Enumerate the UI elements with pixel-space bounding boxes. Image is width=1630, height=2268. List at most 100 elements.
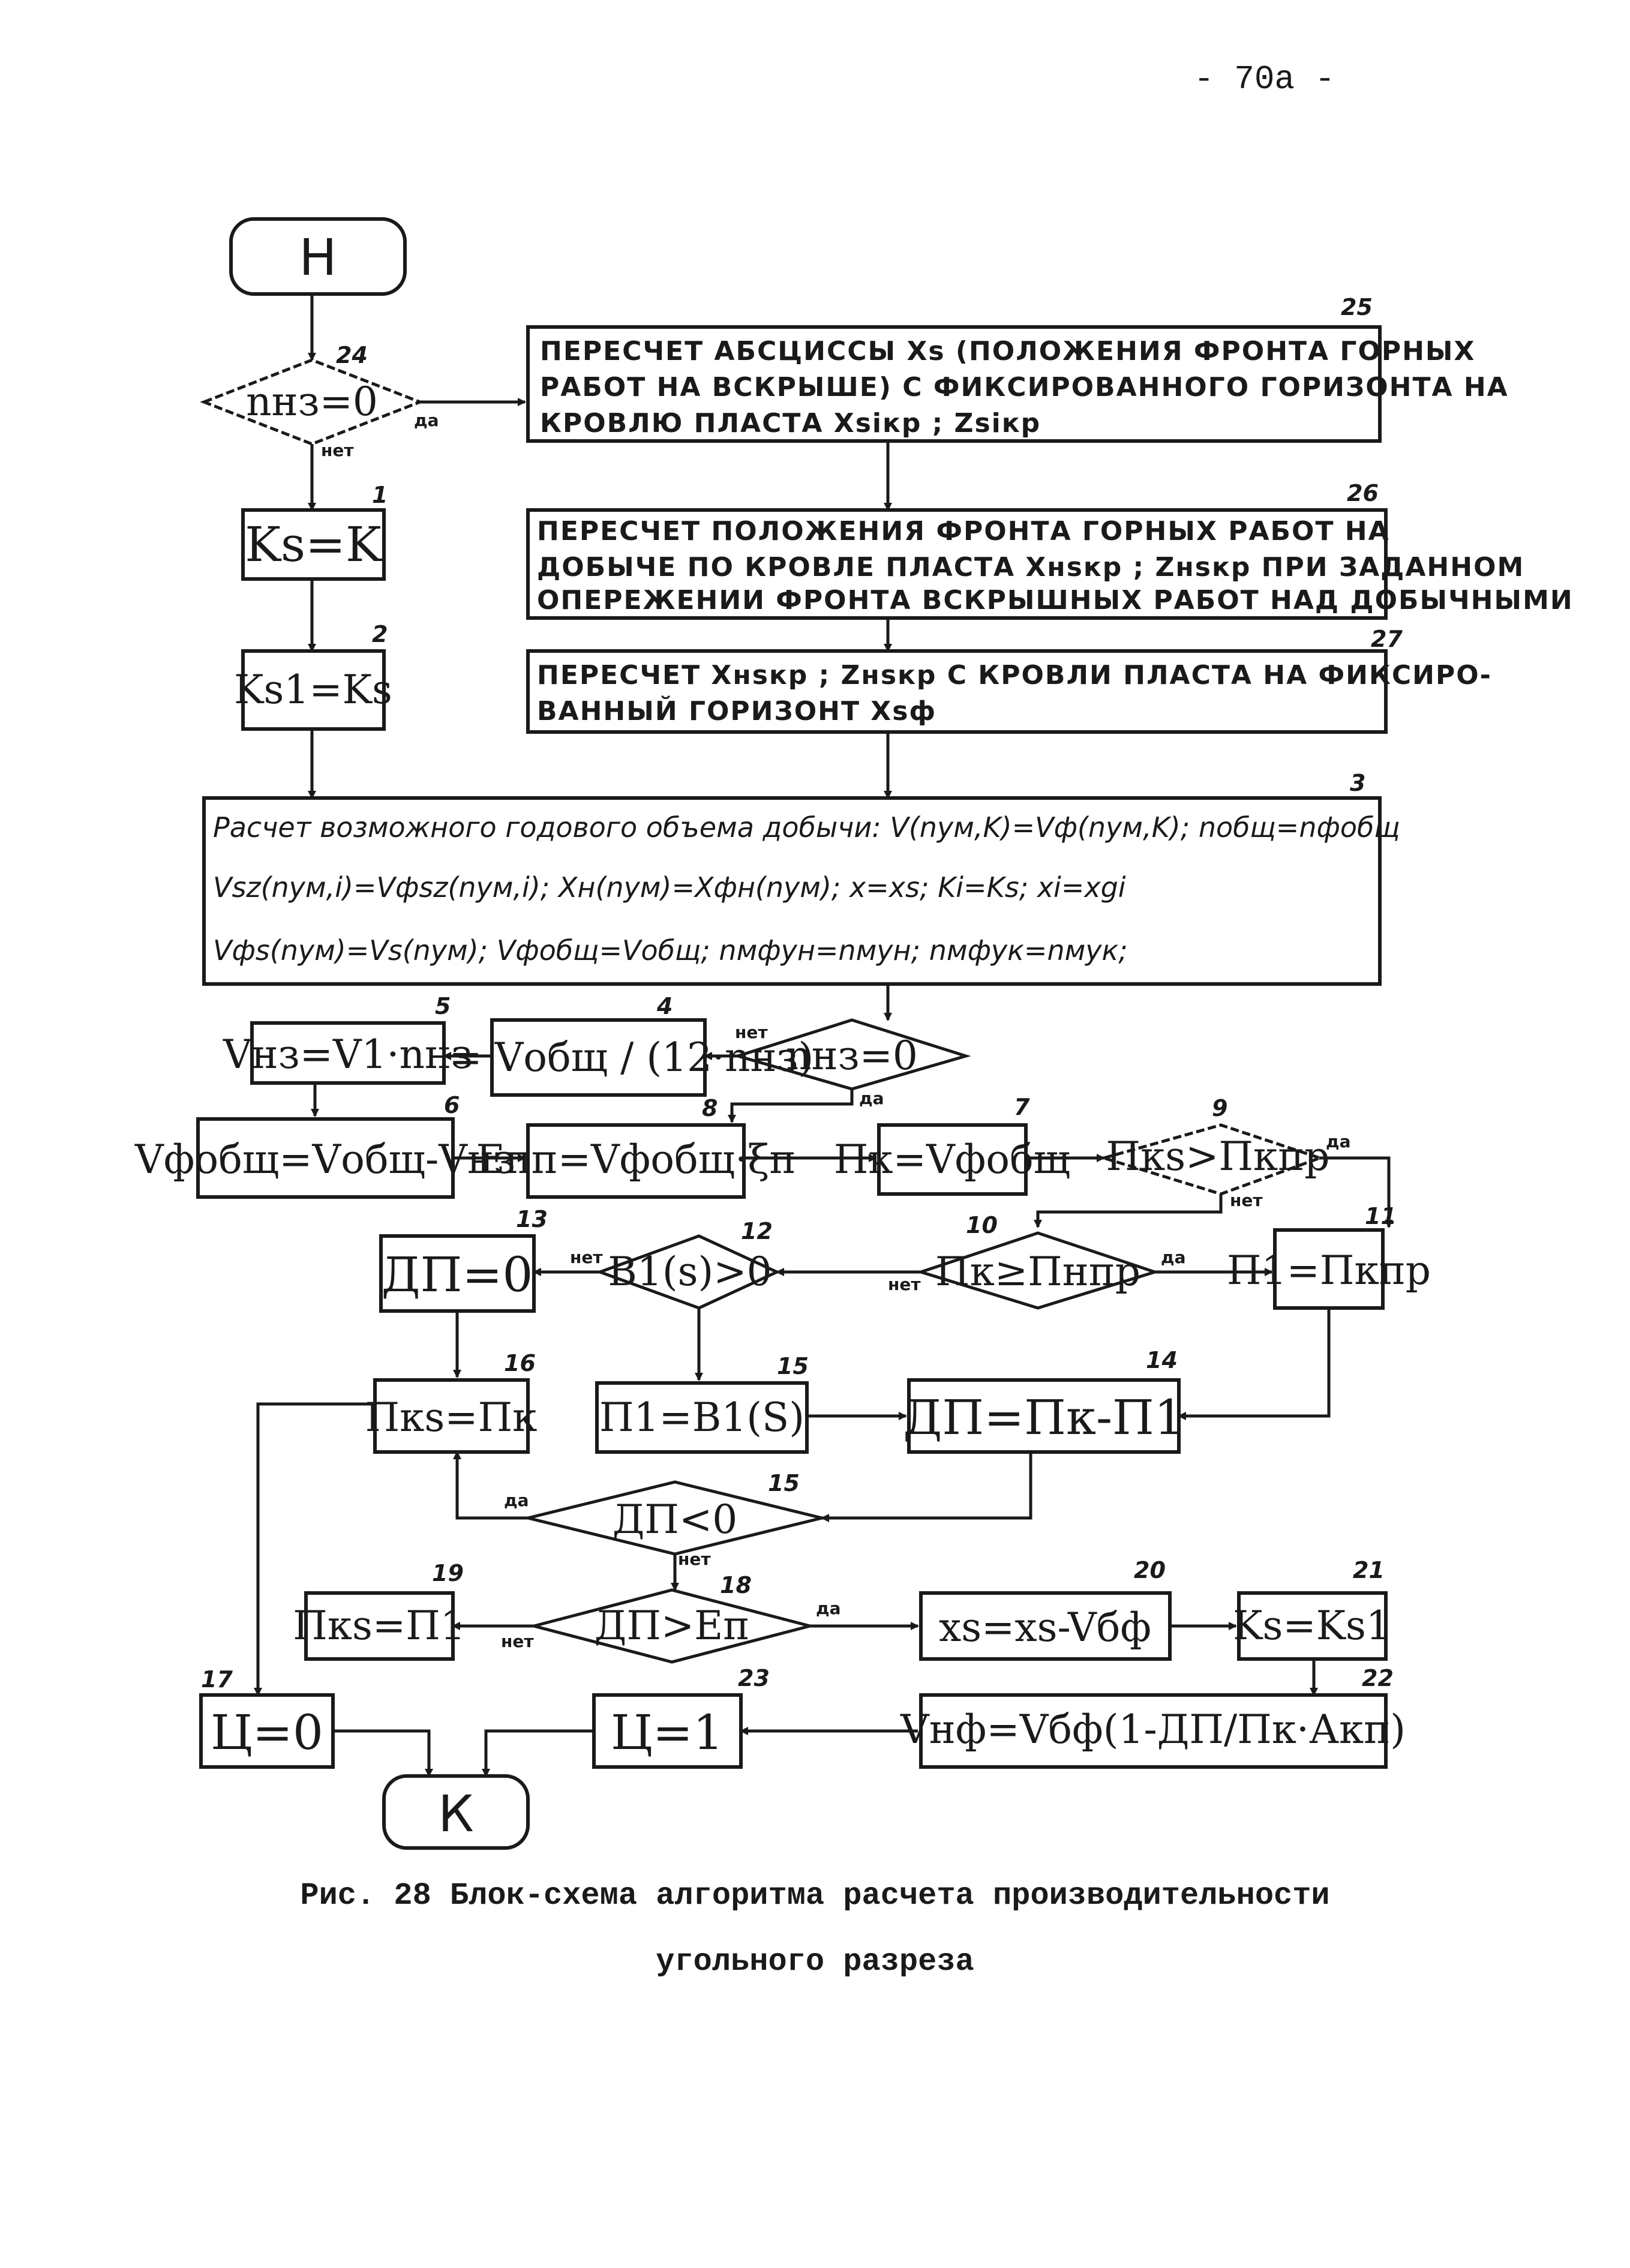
block-19: Пкs=П1 19: [293, 1560, 466, 1661]
block-21-text: Ks=Ks1: [1233, 1603, 1391, 1649]
block-17-text: Ц=0: [211, 1705, 323, 1760]
block-25-line1: ПЕРЕСЧЕТ АБСЦИССЫ Xs (ПОЛОЖЕНИЯ ФРОНТА Г…: [540, 336, 1475, 367]
d10-no-label: нет: [888, 1274, 921, 1294]
block-23-text: Ц=1: [611, 1705, 724, 1760]
block-15a-text: П1=B1(S): [599, 1394, 805, 1441]
block-7: Пк=Vфобщ 7: [834, 1094, 1070, 1196]
block-23-number: 23: [738, 1665, 770, 1691]
block-20-text: xs=xs-Vбф: [939, 1604, 1151, 1651]
decision-10: Пк≥Пнпр 10 да нет: [888, 1212, 1186, 1310]
d12-no-label: нет: [570, 1247, 603, 1267]
block-20-number: 20: [1134, 1557, 1166, 1583]
block-17: Ц=0 17: [199, 1666, 335, 1769]
block-4: V1 = Vобщ / (12·nнз) 4: [382, 993, 814, 1097]
block-7-number: 7: [1014, 1094, 1030, 1120]
decision-18-number: 18: [720, 1572, 752, 1598]
flowchart: Н К nнз=0 24 да нет Ks=K 1 Ks1=Ks 2 ПЕРЕ…: [134, 217, 1574, 1850]
d24-no-label: нет: [321, 440, 354, 460]
d4b-yes-label: да: [859, 1088, 884, 1108]
block-21: Ks=Ks1 21: [1233, 1557, 1391, 1661]
block-27-number: 27: [1371, 626, 1403, 652]
block-13-text: ДП=0: [382, 1247, 533, 1303]
d15-yes-label: да: [504, 1490, 529, 1510]
d18-yes-label: да: [816, 1598, 841, 1618]
decision-10-text: Пк≥Пнпр: [935, 1249, 1140, 1295]
d10-yes-label: да: [1161, 1247, 1186, 1267]
connectors: [254, 294, 1393, 1777]
decision-18: ДП>Eп 18 да нет: [501, 1572, 841, 1664]
decision-12-number: 12: [741, 1218, 773, 1244]
block-5: Vнз=V1·nнз 5: [223, 993, 473, 1085]
d18-no-label: нет: [501, 1631, 534, 1651]
d9-no-label: нет: [1230, 1190, 1263, 1210]
d4b-no-label: нет: [735, 1022, 768, 1042]
block-13: ДП=0 13: [379, 1206, 548, 1313]
block-17-number: 17: [201, 1666, 233, 1693]
decision-10-number: 10: [966, 1212, 998, 1238]
block-20: xs=xs-Vбф 20: [919, 1557, 1172, 1661]
block-4-text: V1 = Vобщ / (12·nнз): [382, 1034, 814, 1081]
block-11-text: П1=Пкпр: [1227, 1247, 1431, 1294]
block-14-number: 14: [1146, 1347, 1178, 1373]
block-2-number: 2: [372, 621, 388, 647]
d9-yes-label: да: [1326, 1132, 1351, 1151]
block-22-number: 22: [1362, 1665, 1394, 1691]
block-3: Расчет возможного годового объема добычи…: [202, 770, 1400, 986]
block-15a-number: 15: [777, 1353, 809, 1379]
block-6-text: Vфобщ=Vобщ-Vнз: [134, 1136, 515, 1183]
block-15a: П1=B1(S) 15: [595, 1353, 809, 1454]
decision-nnz-text: nнз=0: [786, 1033, 918, 1079]
block-26-line2: ДОБЫЧЕ ПО КРОВЛЕ ПЛАСТА Xнsкр ; Zнsкр ПР…: [537, 552, 1524, 583]
block-26-line1: ПЕРЕСЧЕТ ПОЛОЖЕНИЯ ФРОНТА ГОРНЫХ РАБОТ Н…: [537, 516, 1390, 547]
block-19-text: Пкs=П1: [293, 1603, 466, 1649]
block-27-line2: ВАННЫЙ ГОРИЗОНТ Xsф: [537, 695, 936, 727]
start-terminal: Н: [229, 217, 407, 296]
d15-no-label: нет: [678, 1549, 711, 1569]
decision-nnz: nнз=0 нет да: [733, 1018, 971, 1108]
block-5-number: 5: [435, 993, 451, 1019]
block-21-number: 21: [1353, 1557, 1385, 1583]
block-4-number: 4: [656, 993, 673, 1019]
decision-15-text: ДП<0: [613, 1496, 738, 1543]
block-25-number: 25: [1341, 294, 1373, 320]
block-2: Ks1=Ks 2: [234, 621, 392, 731]
block-16-text: Пкs=Пк: [365, 1394, 538, 1441]
block-27: ПЕРЕСЧЕТ Xнsкр ; Zнsкр С КРОВЛИ ПЛАСТА Н…: [526, 626, 1492, 734]
block-26-number: 26: [1347, 480, 1379, 506]
decision-15: ДП<0 15 да нет: [504, 1470, 822, 1569]
block-23: Ц=1 23: [592, 1665, 770, 1769]
block-26-line3: ОПЕРЕЖЕНИИ ФРОНТА ВСКРЫШНЫХ РАБОТ НАД ДО…: [537, 585, 1574, 616]
decision-9-text: Пкs>Пкпр: [1106, 1133, 1329, 1180]
block-14: ДП=Пк-П1 14: [903, 1347, 1185, 1454]
block-16-number: 16: [504, 1350, 536, 1376]
block-22: Vнф=Vбф(1-ДП/Пк·Акп) 22: [900, 1665, 1406, 1769]
block-11: П1=Пкпр 11: [1227, 1203, 1431, 1310]
decision-15-number: 15: [768, 1470, 800, 1496]
block-26: ПЕРЕСЧЕТ ПОЛОЖЕНИЯ ФРОНТА ГОРНЫХ РАБОТ Н…: [526, 480, 1574, 620]
end-terminal: К: [382, 1774, 530, 1850]
decision-24: nнз=0 24 да нет: [200, 342, 439, 460]
decision-24-text: nнз=0: [246, 379, 378, 425]
decision-9: Пкs>Пкпр 9 да нет: [1098, 1095, 1351, 1210]
decision-18-text: ДП>Eп: [595, 1603, 750, 1649]
block-7-text: Пк=Vфобщ: [834, 1136, 1070, 1183]
block-8-text: Eпп=Vфобщ·ξп: [476, 1136, 796, 1183]
block-27-line1: ПЕРЕСЧЕТ Xнsкр ; Zнsкр С КРОВЛИ ПЛАСТА Н…: [537, 660, 1492, 691]
block-11-number: 11: [1365, 1203, 1397, 1229]
block-8-number: 8: [702, 1095, 718, 1121]
d24-yes-label: да: [414, 410, 439, 430]
block-19-number: 19: [432, 1560, 464, 1586]
start-text: Н: [299, 228, 337, 287]
block-25: ПЕРЕСЧЕТ АБСЦИССЫ Xs (ПОЛОЖЕНИЯ ФРОНТА Г…: [526, 294, 1508, 443]
end-text: К: [438, 1784, 474, 1843]
decision-12: B1(s)>0 12 нет: [570, 1218, 781, 1310]
figure-caption-line2: угольного разреза: [656, 1944, 974, 1979]
decision-12-text: B1(s)>0: [608, 1249, 772, 1295]
decision-9-number: 9: [1212, 1095, 1227, 1121]
block-6-number: 6: [444, 1092, 460, 1118]
block-3-line3: Vфs(nум)=Vs(nум); Vфобщ=Vобщ; nмфун=nмун…: [213, 934, 1128, 967]
block-22-text: Vнф=Vбф(1-ДП/Пк·Акп): [900, 1706, 1406, 1753]
block-3-line2: Vsz(nум,i)=Vфsz(nум,i); Xн(nум)=Xфн(nум)…: [213, 871, 1126, 904]
block-13-number: 13: [516, 1206, 548, 1232]
block-25-line3: КРОВЛЮ ПЛАСТА Xsiкр ; Zsiкр: [540, 408, 1041, 439]
